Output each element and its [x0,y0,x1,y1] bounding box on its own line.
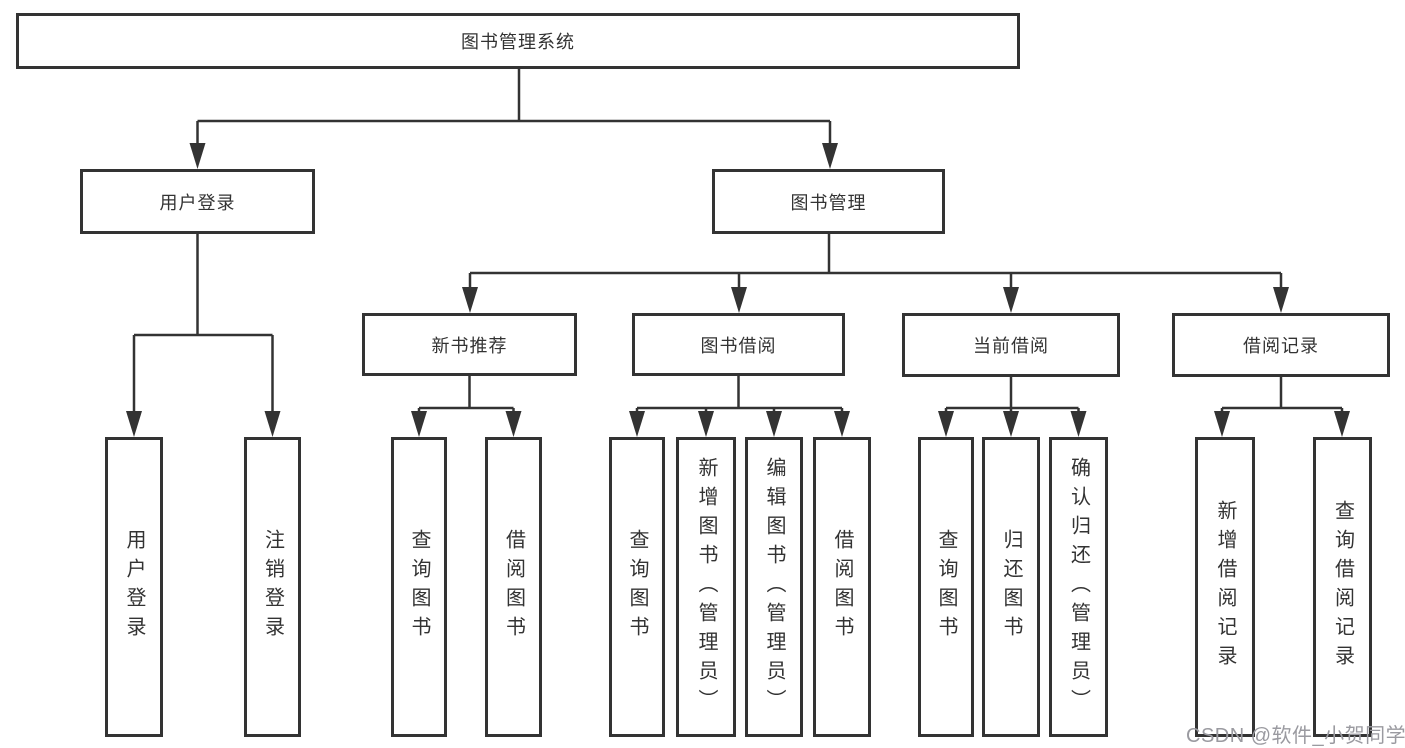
leaf-cb-query-books: 查询图书 [918,437,974,737]
node-borrowing-records-label: 借阅记录 [1243,336,1319,356]
leaf-bb-edit-books-admin-label: 编辑图书（管理员） [763,456,785,718]
leaf-bb-query-books-label: 查询图书 [626,529,648,645]
node-book-borrowing: 图书借阅 [632,313,845,376]
leaf-bb-borrow-books: 借阅图书 [813,437,871,737]
node-current-borrowing: 当前借阅 [902,313,1120,377]
watermark: CSDN @软件_小贺同学 [1186,725,1405,747]
leaf-cb-return-books-label: 归还图书 [1000,529,1022,645]
leaf-logout: 注销登录 [244,437,301,737]
node-borrowing-records: 借阅记录 [1172,313,1390,377]
leaf-cb-return-books: 归还图书 [982,437,1040,737]
arrowheads [126,143,1350,437]
leaf-br-add-record: 新增借阅记录 [1195,437,1255,737]
node-book-management-label: 图书管理 [790,192,867,213]
node-book-management: 图书管理 [712,169,945,234]
node-user-login-label: 用户登录 [159,192,236,213]
leaf-bb-add-books-admin: 新增图书（管理员） [676,437,736,737]
leaf-bb-query-books: 查询图书 [609,437,665,737]
leaf-br-query-record-label: 查询借阅记录 [1331,500,1354,674]
node-user-login: 用户登录 [80,169,315,234]
node-current-borrowing-label: 当前借阅 [973,336,1049,356]
leaf-br-query-record: 查询借阅记录 [1313,437,1372,737]
leaf-nb-query-books-label: 查询图书 [408,529,430,645]
leaf-nb-query-books: 查询图书 [391,437,447,737]
leaf-cb-confirm-return-admin: 确认归还（管理员） [1049,437,1108,737]
leaf-bb-add-books-admin-label: 新增图书（管理员） [695,456,717,718]
leaf-nb-borrow-books: 借阅图书 [485,437,542,737]
node-new-book-recommend: 新书推荐 [362,313,577,376]
leaf-cb-confirm-return-admin-label: 确认归还（管理员） [1067,456,1090,718]
leaf-nb-borrow-books-label: 借阅图书 [502,529,525,645]
leaf-user-login: 用户登录 [105,437,163,737]
connector-strokes [132,69,1344,415]
node-book-borrowing-label: 图书借阅 [700,335,777,356]
node-new-book-recommend-label: 新书推荐 [431,335,508,356]
leaf-cb-query-books-label: 查询图书 [935,529,957,645]
node-library-system: 图书管理系统 [16,13,1020,69]
leaf-logout-label: 注销登录 [261,529,284,645]
node-library-system-label: 图书管理系统 [461,32,575,52]
leaf-user-login-label: 用户登录 [123,529,145,645]
leaf-bb-edit-books-admin: 编辑图书（管理员） [745,437,803,737]
leaf-br-add-record-label: 新增借阅记录 [1214,500,1236,674]
leaf-bb-borrow-books-label: 借阅图书 [831,529,853,645]
